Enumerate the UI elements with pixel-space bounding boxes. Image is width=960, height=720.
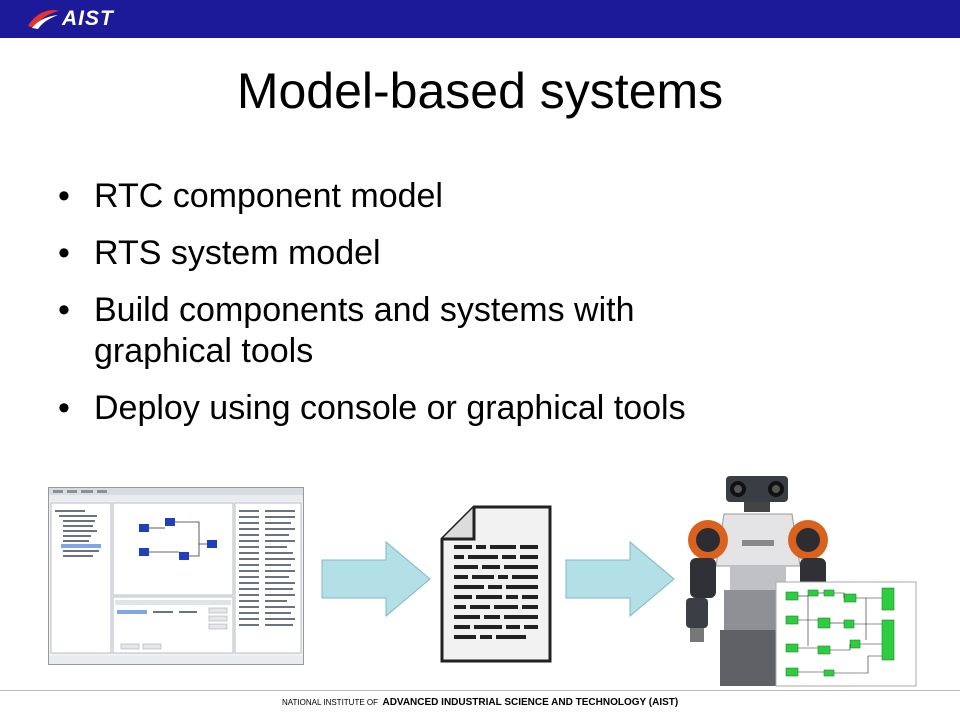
document-icon [440, 505, 552, 663]
right-arrow-icon [565, 540, 675, 618]
footer-prefix: NATIONAL INSTITUTE OF [282, 698, 379, 707]
bullet-dot: • [58, 291, 70, 329]
bullet-list: • RTC component model • RTS system model… [56, 176, 916, 445]
bullet-text-continued: graphical tools [94, 332, 314, 370]
bullet-dot: • [58, 389, 70, 427]
header-bar: AIST [0, 0, 960, 38]
bullet-dot: • [58, 234, 70, 272]
aist-swoosh-icon [28, 10, 59, 29]
bullet-dot: • [58, 177, 70, 215]
bullet-text: Deploy using console or graphical tools [94, 389, 686, 427]
bullet-item: • RTS system model [56, 233, 916, 274]
tool-window-icon [48, 487, 304, 665]
footer: NATIONAL INSTITUTE OF ADVANCED INDUSTRIA… [282, 697, 678, 708]
bullet-text: RTC component model [94, 177, 443, 215]
bullet-item: • Deploy using console or graphical tool… [56, 388, 916, 429]
humanoid-robot-icon [686, 476, 917, 687]
footer-divider [0, 690, 960, 691]
aist-logo: AIST [26, 6, 114, 32]
bullet-text: Build components and systems with [94, 291, 635, 329]
logo-text: AIST [62, 7, 114, 30]
footer-institute-name: ADVANCED INDUSTRIAL SCIENCE AND TECHNOLO… [382, 697, 679, 708]
block-diagram-icon [775, 581, 917, 687]
bullet-text: RTS system model [94, 234, 381, 272]
right-arrow-icon [321, 540, 431, 618]
bullet-item: • RTC component model [56, 176, 916, 217]
bullet-item: • Build components and systems with grap… [56, 290, 916, 372]
slide-title: Model-based systems [236, 63, 724, 119]
